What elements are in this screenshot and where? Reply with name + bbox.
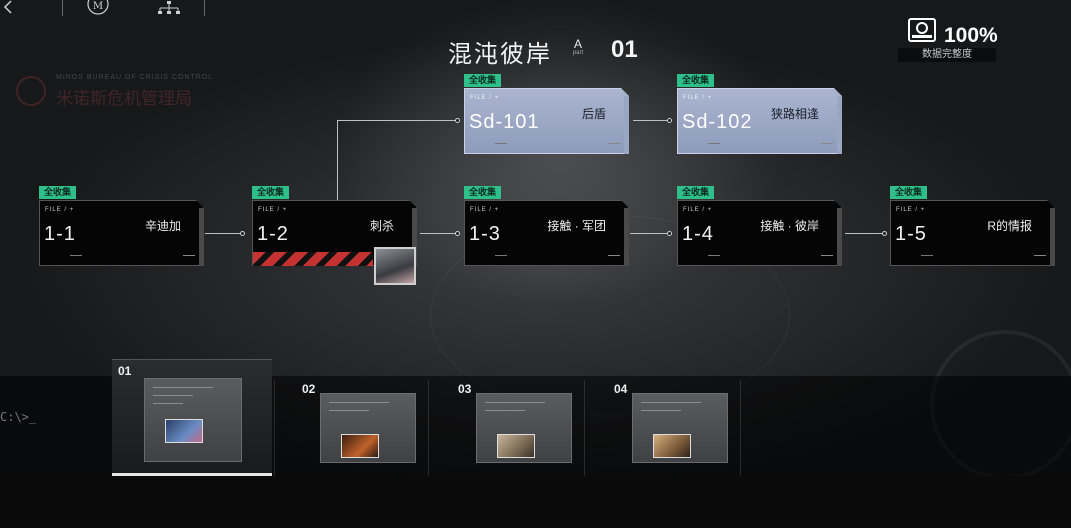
file-label: FILE / + <box>45 207 75 213</box>
chapter-tab-number: 01 <box>118 364 132 378</box>
collected-badge: 全收集 <box>252 186 290 199</box>
stage-node-1-3[interactable]: 全收集 FILE / + 1-3 接触 · 军团 <box>464 186 629 266</box>
stage-card: FILE / + 1-4 接触 · 彼岸 <box>677 200 842 266</box>
chapter-number: 01 <box>611 36 638 63</box>
part-indicator: A part <box>568 38 588 56</box>
stage-node-1-5[interactable]: 全收集 FILE / + 1-5 R的情报 <box>890 186 1055 266</box>
collected-badge: 全收集 <box>677 186 715 199</box>
stage-card: FILE / + 1-3 接触 · 军团 <box>464 200 629 266</box>
svg-text:M: M <box>93 1 103 12</box>
stage-card: FILE / + 1-5 R的情报 <box>890 200 1055 266</box>
home-button[interactable]: M <box>86 0 110 16</box>
stage-tree-button[interactable] <box>156 0 182 16</box>
disk-icon <box>908 18 936 42</box>
chapter-tab-number: 02 <box>302 382 316 396</box>
stage-name: 辛迪加 <box>144 219 181 233</box>
data-completion: 100% 数据完整度 <box>898 16 998 62</box>
stage-code: 1-4 <box>682 223 714 245</box>
chevron-left-icon <box>3 0 12 14</box>
completion-percent: 100% <box>944 24 998 47</box>
stage-name: 狭路相逢 <box>770 107 819 121</box>
collected-badge: 全收集 <box>464 74 502 87</box>
agency-seal-icon <box>16 76 46 106</box>
chapter-document-icon <box>320 393 416 463</box>
back-button[interactable] <box>2 0 22 16</box>
chapter-title: 混沌彼岸 <box>448 41 552 68</box>
stage-node-sd-102[interactable]: 全收集 FILE / + Sd-102 狭路相逢 <box>677 74 842 154</box>
top-nav: M <box>0 0 210 18</box>
stage-card: FILE / + Sd-102 狭路相逢 <box>677 88 842 154</box>
boss-portrait <box>374 247 416 285</box>
stage-card: FILE / + 1-1 辛迪加 <box>39 200 204 266</box>
collected-badge: 全收集 <box>677 74 715 87</box>
chapter-tab-04[interactable]: 04 <box>608 378 763 476</box>
collected-badge: 全收集 <box>890 186 928 199</box>
chapter-tab-number: 03 <box>458 382 472 396</box>
stage-name: 后盾 <box>581 107 606 121</box>
stage-code: 1-3 <box>469 223 501 245</box>
stage-code: 1-1 <box>44 223 76 245</box>
stage-code: 1-2 <box>257 223 289 245</box>
file-label: FILE / + <box>896 207 926 213</box>
stage-node-1-4[interactable]: 全收集 FILE / + 1-4 接触 · 彼岸 <box>677 186 842 266</box>
stage-name: 刺杀 <box>369 219 394 233</box>
stage-card: FILE / + Sd-101 后盾 <box>464 88 629 154</box>
file-label: FILE / + <box>470 95 500 101</box>
chapter-document-icon <box>632 393 728 463</box>
file-label: FILE / + <box>470 207 500 213</box>
boss-hazard-stripe <box>253 252 373 266</box>
emblem-icon: M <box>87 0 109 15</box>
chapter-tab-02[interactable]: 02 <box>296 378 451 476</box>
part-letter: A <box>573 37 582 51</box>
chapter-document-icon <box>476 393 572 463</box>
agency-name-en: MINOS BUREAU OF CRISIS CONTROL <box>56 74 214 81</box>
collected-badge: 全收集 <box>464 186 502 199</box>
part-word: part <box>572 50 584 56</box>
chapter-thumbnail <box>165 419 203 443</box>
bottom-bar <box>0 476 1071 528</box>
stage-node-1-1[interactable]: 全收集 FILE / + 1-1 辛迪加 <box>39 186 204 266</box>
file-label: FILE / + <box>258 207 288 213</box>
stage-node-sd-101[interactable]: 全收集 FILE / + Sd-101 后盾 <box>464 74 629 154</box>
terminal-prompt: C:\>_ <box>0 410 37 424</box>
active-tab-indicator <box>112 473 272 476</box>
stage-code: Sd-102 <box>682 111 753 133</box>
stage-code: 1-5 <box>895 223 927 245</box>
completion-label: 数据完整度 <box>898 48 996 62</box>
chapter-thumbnail <box>653 434 691 458</box>
stage-name: R的情报 <box>987 219 1032 233</box>
file-label: FILE / + <box>683 207 713 213</box>
file-label: FILE / + <box>683 95 713 101</box>
tree-icon <box>158 1 180 14</box>
chapter-tab-01[interactable]: 01 <box>112 359 272 476</box>
agency-name-cn: 米诺斯危机管理局 <box>56 89 192 109</box>
stage-name: 接触 · 军团 <box>547 219 606 233</box>
chapter-thumbnail <box>497 434 535 458</box>
stage-name: 接触 · 彼岸 <box>760 219 819 233</box>
collected-badge: 全收集 <box>39 186 77 199</box>
chapter-thumbnail <box>341 434 379 458</box>
chapter-document-icon <box>144 378 242 462</box>
stage-code: Sd-101 <box>469 111 540 133</box>
stage-node-1-2[interactable]: 全收集 FILE / + 1-2 刺杀 <box>252 186 417 285</box>
chapter-tab-number: 04 <box>614 382 628 396</box>
chapter-tab-03[interactable]: 03 <box>452 378 607 476</box>
